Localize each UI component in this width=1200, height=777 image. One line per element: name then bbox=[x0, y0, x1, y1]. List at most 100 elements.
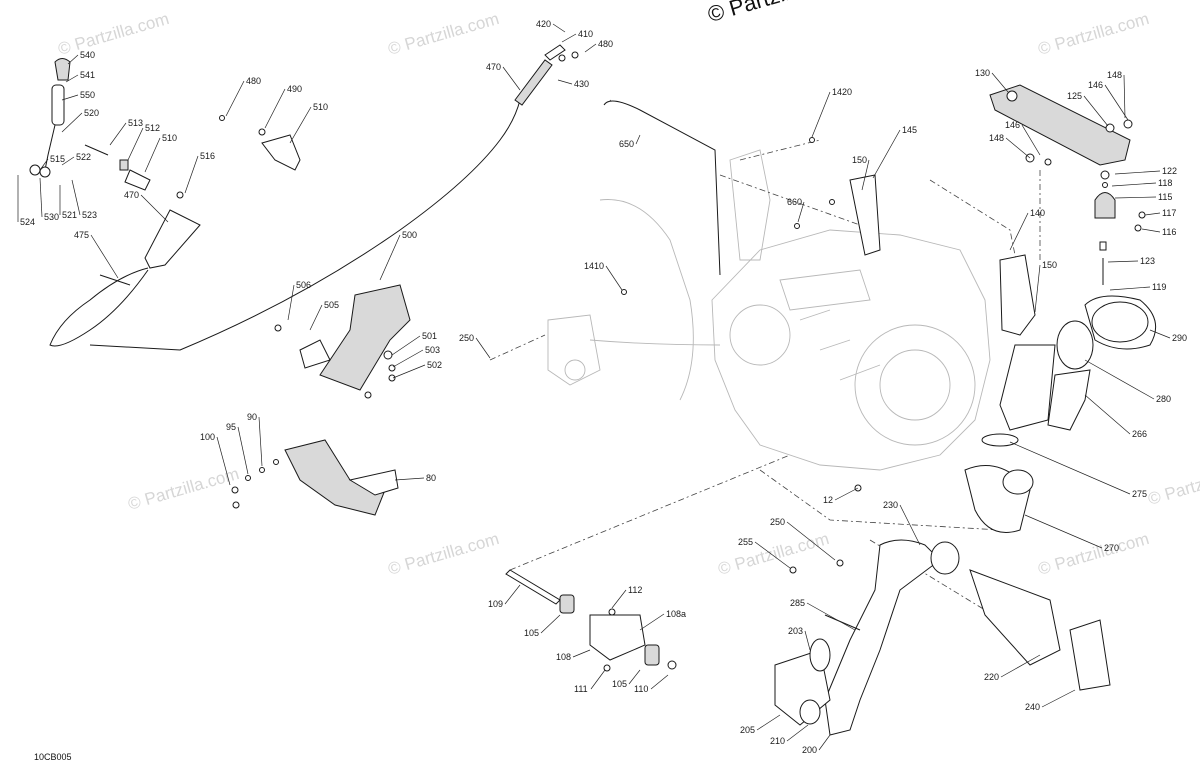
callout-number: 524 bbox=[20, 217, 35, 227]
callout-130: 130 bbox=[975, 68, 1009, 93]
callout-275: 275 bbox=[1009, 441, 1147, 499]
leader-line bbox=[754, 541, 791, 569]
callout-510: 510 bbox=[289, 102, 328, 144]
callout-470: 470 bbox=[486, 62, 521, 91]
leader-line bbox=[502, 66, 521, 91]
callout-number: 510 bbox=[162, 133, 177, 143]
leader-line bbox=[184, 155, 199, 194]
callout-number: 203 bbox=[788, 626, 803, 636]
callout-12: 12 bbox=[823, 487, 859, 505]
callout-number: 100 bbox=[200, 432, 215, 442]
callout-number: 109 bbox=[488, 599, 503, 609]
leader-line bbox=[572, 649, 591, 658]
callout-118: 118 bbox=[1111, 178, 1172, 188]
callout-541: 541 bbox=[65, 70, 95, 83]
callout-270: 270 bbox=[1024, 514, 1119, 553]
callout-number: 270 bbox=[1104, 543, 1119, 553]
leader-line bbox=[287, 284, 295, 321]
callout-number: 230 bbox=[883, 500, 898, 510]
leader-line bbox=[61, 156, 75, 166]
leader-line bbox=[756, 714, 781, 731]
callout-number: 146 bbox=[1005, 120, 1020, 130]
callout-475: 475 bbox=[74, 230, 119, 279]
leader-line bbox=[1109, 286, 1151, 291]
callout-119: 119 bbox=[1109, 282, 1166, 292]
callout-146: 146 bbox=[1088, 80, 1129, 121]
air-intake-ducts bbox=[964, 295, 1157, 533]
callout-116: 116 bbox=[1141, 227, 1176, 237]
callout-number: 210 bbox=[770, 736, 785, 746]
leader-line bbox=[109, 122, 127, 146]
callout-150: 150 bbox=[852, 155, 870, 191]
callout-number: 541 bbox=[80, 70, 95, 80]
callout-number: 80 bbox=[426, 473, 436, 483]
callout-number: 470 bbox=[124, 190, 139, 200]
callout-number: 146 bbox=[1088, 80, 1103, 90]
leader-line bbox=[237, 426, 249, 475]
leader-line bbox=[1021, 124, 1041, 156]
callout-203: 203 bbox=[788, 626, 811, 651]
callout-number: 500 bbox=[402, 230, 417, 240]
callout-number: 148 bbox=[1107, 70, 1122, 80]
leader-line bbox=[309, 304, 323, 331]
leader-line bbox=[806, 602, 856, 631]
callout-number: 255 bbox=[738, 537, 753, 547]
callout-number: 501 bbox=[422, 331, 437, 341]
callout-522: 522 bbox=[61, 152, 91, 166]
callout-number: 150 bbox=[1042, 260, 1057, 270]
callout-number: 510 bbox=[313, 102, 328, 112]
callout-480: 480 bbox=[225, 76, 261, 117]
watermark-text: © Partzilla.com bbox=[126, 464, 241, 514]
leader-line bbox=[628, 669, 641, 685]
leader-line bbox=[540, 614, 561, 634]
callout-number: 95 bbox=[226, 422, 236, 432]
callout-108: 108 bbox=[556, 649, 591, 662]
leader-line bbox=[991, 72, 1009, 93]
leader-line bbox=[561, 33, 577, 43]
callout-470: 470 bbox=[124, 190, 169, 223]
callout-520: 520 bbox=[61, 108, 99, 133]
leader-line bbox=[1114, 170, 1161, 175]
callout-109: 109 bbox=[488, 584, 521, 609]
leader-line bbox=[1141, 228, 1161, 233]
callout-number: 1420 bbox=[832, 87, 852, 97]
shaft-and-sensor bbox=[505, 569, 677, 672]
callout-number: 506 bbox=[296, 280, 311, 290]
callout-290: 290 bbox=[1149, 329, 1187, 343]
callout-230: 230 bbox=[883, 500, 921, 546]
callout-number: 108 bbox=[556, 652, 571, 662]
engine-ghost-outline bbox=[547, 149, 991, 471]
leader-line bbox=[584, 43, 597, 53]
leader-line bbox=[391, 335, 421, 356]
callout-148: 148 bbox=[1107, 70, 1126, 119]
callout-number: 266 bbox=[1132, 429, 1147, 439]
leader-line bbox=[834, 487, 859, 501]
callout-number: 480 bbox=[246, 76, 261, 86]
top-bracket-and-mounts bbox=[603, 84, 1146, 336]
leader-line bbox=[872, 129, 901, 179]
leader-line bbox=[797, 201, 805, 223]
callout-number: 290 bbox=[1172, 333, 1187, 343]
leader-line bbox=[650, 674, 669, 690]
callout-660: 660 bbox=[787, 197, 805, 223]
callout-125: 125 bbox=[1067, 91, 1109, 127]
shift-bracket-parts bbox=[219, 115, 411, 399]
callout-number: 12 bbox=[823, 495, 833, 505]
leader-line bbox=[144, 137, 161, 173]
callout-515: 515 bbox=[39, 154, 65, 171]
callout-number: 540 bbox=[80, 50, 95, 60]
leader-line bbox=[1149, 329, 1171, 339]
callout-255: 255 bbox=[738, 537, 791, 569]
callout-505: 505 bbox=[309, 300, 339, 331]
callout-148: 148 bbox=[989, 133, 1031, 159]
callout-number: 205 bbox=[740, 725, 755, 735]
callout-524: 524 bbox=[17, 175, 35, 227]
leader-line bbox=[605, 265, 623, 291]
shift-cable bbox=[49, 44, 579, 351]
callout-number: 521 bbox=[62, 210, 77, 220]
callout-420: 420 bbox=[536, 19, 566, 33]
callout-521: 521 bbox=[59, 185, 77, 220]
callout-number: 520 bbox=[84, 108, 99, 118]
callout-number: 512 bbox=[145, 123, 160, 133]
